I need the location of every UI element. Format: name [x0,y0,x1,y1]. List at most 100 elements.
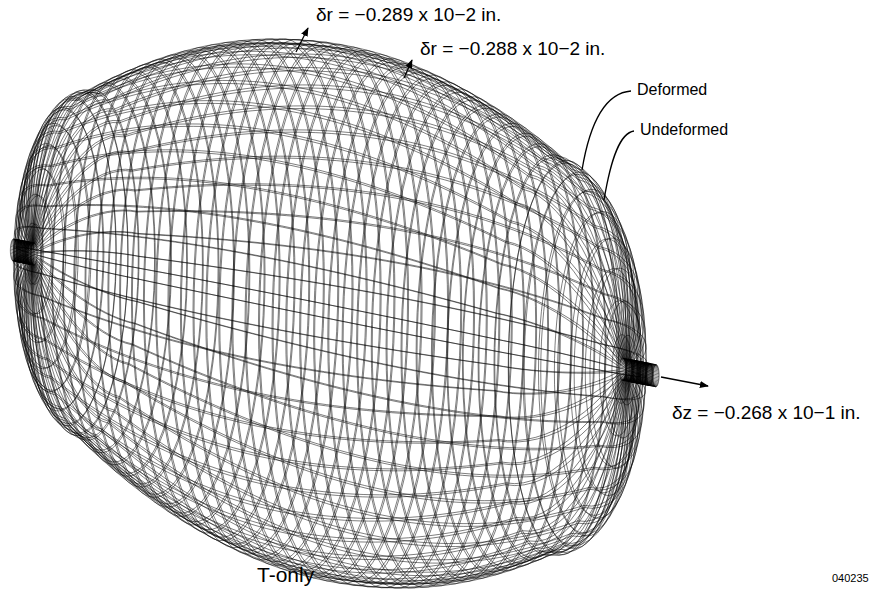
mesh-line [19,250,653,374]
mesh-line [13,247,647,373]
mesh-line [10,253,653,418]
mesh-line [18,259,652,524]
mesh-line [17,126,91,391]
mesh-line [570,239,641,493]
mesh-line [31,243,37,265]
mesh-line [16,262,650,585]
mesh-line [640,362,646,384]
figure-number: 040235 [832,572,869,584]
leader-label: Undeformed [640,121,728,138]
mesh-line [259,48,407,577]
mesh-line [246,46,394,574]
mesh-line [329,67,474,584]
mesh-line [301,58,448,583]
mesh-line [16,47,650,364]
mesh-line [401,97,537,582]
mesh-line [358,79,499,584]
mesh-line [272,47,422,583]
displacement-label: δr = −0.289 x 10−2 in. [316,4,501,25]
mesh-line [508,163,617,552]
mesh-line [245,42,395,578]
mesh-line [143,45,280,533]
mesh-line [258,44,408,581]
mesh-line [108,55,235,507]
mesh-line [538,191,634,533]
mesh-line [17,169,65,342]
leader-line [582,91,631,170]
label-anchor: δr = −0.289 x 10−2 in. [316,4,501,27]
mesh-line [144,48,279,530]
mesh-line [479,147,594,558]
mesh-line [633,361,639,383]
leader-line [604,131,634,200]
mesh-line [585,269,640,466]
undeformed-mesh [10,39,659,588]
mesh-line [109,58,234,504]
mesh-line [11,256,654,471]
displacement-arrow [661,377,708,386]
displacement-arrow [404,60,412,78]
label-anchor: δr = −0.288 x 10−2 in. [420,38,605,61]
mesh-line [15,259,658,546]
mesh-line [612,335,631,404]
mesh-line [194,43,338,557]
label-anchor: Deformed [637,80,707,99]
mesh-line [17,261,651,572]
mesh-line [574,238,646,495]
displacement-arrow [296,28,308,52]
mesh-line [86,67,203,484]
mesh-line [18,88,652,366]
mesh-line [402,100,536,578]
callout-lines [296,28,708,386]
label-anchor: δz = −0.268 x 10−1 in. [672,402,861,425]
mesh-line [14,259,648,519]
label-anchor: 040235 [832,572,869,585]
mesh-line [13,253,647,394]
mesh-line [19,158,653,369]
mesh-line [15,260,649,539]
mesh-line [19,257,653,475]
mesh-line [653,365,659,387]
mesh-line [157,46,294,537]
mesh-line [620,358,626,380]
deformed-mesh [13,43,653,585]
mesh-line [11,205,654,373]
mesh-line [387,92,524,580]
mesh-line [495,158,605,553]
mesh-line [448,126,571,567]
mesh-line [132,51,264,522]
mesh-line [19,109,653,367]
wireframe-mesh [10,39,659,588]
mesh-line [207,43,352,562]
label-anchor: Undeformed [640,120,728,139]
mesh-line [371,82,512,586]
mesh-line [554,213,639,515]
mesh-line [287,54,435,582]
mesh-line [273,51,421,580]
mesh-line [16,255,659,450]
mesh-line [96,59,219,497]
mesh-line [12,101,655,368]
mesh-line [11,177,654,371]
mesh-line [168,41,310,548]
mesh-line [463,136,582,563]
mesh-line [33,93,128,433]
mesh-line [52,85,154,450]
mesh-line [206,39,353,565]
displacement-label: δz = −0.268 x 10−1 in. [672,402,861,423]
mesh-line [63,79,170,462]
mesh-line [599,301,637,436]
figure-caption-label: T-only [257,563,314,586]
displacement-label: δr = −0.288 x 10−2 in. [420,38,605,59]
mesh-line [14,261,657,576]
mesh-line [27,224,44,284]
mesh-line [626,360,632,382]
mesh-line [181,43,323,550]
label-anchor: T-only [257,562,314,587]
mesh-line [14,152,648,369]
mesh-line [97,62,218,494]
mesh-line [233,44,380,570]
mesh-line [647,364,653,386]
